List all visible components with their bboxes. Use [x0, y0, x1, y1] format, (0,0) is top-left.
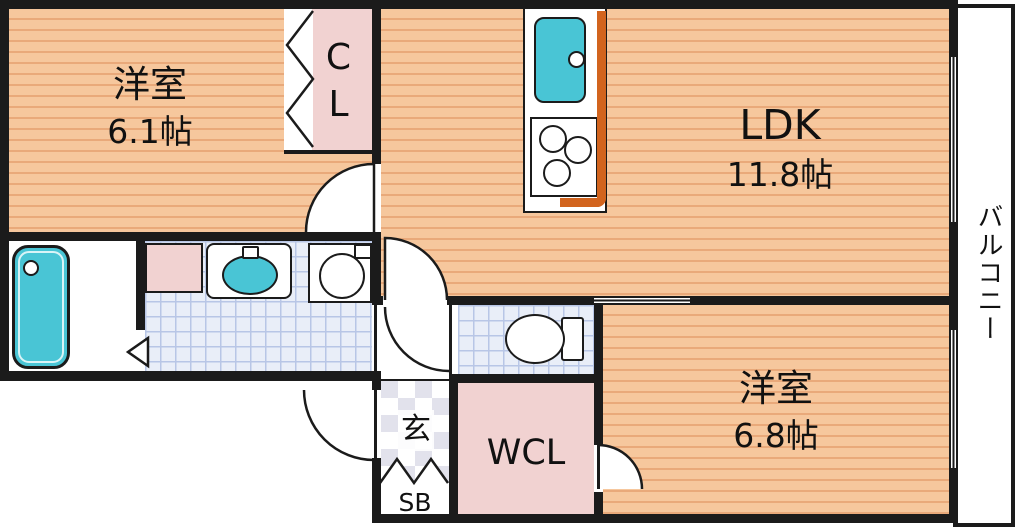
room-label-bedroom-2: 洋室 6.8帖: [686, 364, 866, 458]
room-bedroom-2: [603, 305, 949, 514]
counter-edge: [597, 11, 606, 207]
counter-edge-return: [560, 198, 606, 207]
wall: [0, 371, 381, 381]
room-label-balcony: バルコニー: [973, 203, 1003, 343]
wall: [372, 458, 381, 523]
washing-machine-tap-box: [354, 244, 372, 259]
washbasin-icon: [206, 243, 292, 299]
wall: [449, 383, 458, 514]
door-fill-toilet: [385, 307, 449, 371]
wall: [136, 241, 145, 330]
vanity-cabinet: [145, 243, 203, 293]
wall: [594, 492, 603, 514]
wall: [949, 0, 958, 57]
washing-machine-drum: [319, 253, 365, 299]
room-label-entrance: 玄: [398, 410, 434, 451]
stove-icon: [530, 117, 598, 197]
room-label-bedroom-1: 洋室 6.1帖: [55, 60, 245, 154]
burner: [539, 125, 567, 153]
sliding-door-washroom: [374, 303, 377, 371]
room-size: 6.8帖: [733, 415, 819, 455]
kitchen-faucet: [568, 51, 585, 68]
room-size: 11.8帖: [726, 155, 834, 195]
wall: [372, 381, 381, 390]
room-name: 洋室: [739, 367, 813, 410]
room-ldk: [381, 9, 949, 296]
wall: [0, 0, 958, 9]
wall: [449, 374, 603, 383]
wall: [284, 150, 372, 154]
toilet-icon: [505, 314, 585, 364]
bathtub-drain: [23, 260, 39, 276]
room-label-closet: CL: [318, 37, 359, 131]
room-label-ldk: LDK 11.8帖: [690, 98, 870, 198]
wall: [372, 0, 381, 164]
room-name: LDK: [739, 101, 821, 149]
washbasin-faucet: [242, 246, 259, 259]
wall: [0, 0, 9, 381]
room-name: 洋室: [113, 63, 187, 106]
toilet-bowl: [505, 314, 565, 364]
wall: [372, 514, 958, 523]
room-label-wcl: WCL: [486, 433, 566, 473]
window-ldk-balcony: [949, 57, 958, 222]
kitchen-sink-icon: [534, 17, 586, 103]
window-bedroom2-balcony: [949, 330, 958, 468]
bathtub-icon: [12, 245, 70, 369]
wall: [447, 296, 594, 305]
room-label-shoebox: SB: [398, 488, 432, 517]
door-arc-entrance: [302, 389, 375, 462]
room-wcl: [458, 383, 594, 514]
window-mid-wall: [594, 296, 690, 305]
wall: [372, 296, 383, 305]
door-arc-toilet: [383, 306, 450, 373]
burner: [564, 136, 592, 164]
kitchen-counter: [523, 9, 607, 213]
washbasin-bowl: [222, 255, 278, 295]
wall: [690, 296, 958, 305]
shoebox-area: [381, 483, 449, 514]
room-closet: [312, 9, 372, 150]
burner: [543, 159, 571, 187]
room-size: 6.1帖: [107, 111, 193, 151]
bathtub-inner-rim: [18, 251, 64, 363]
wall: [372, 241, 381, 303]
wall: [949, 468, 958, 523]
entrance-step-line: [381, 379, 449, 381]
wall: [0, 232, 381, 241]
wall: [949, 222, 958, 330]
washing-machine-icon: [308, 243, 372, 303]
door-fill-entrance: [304, 390, 374, 460]
